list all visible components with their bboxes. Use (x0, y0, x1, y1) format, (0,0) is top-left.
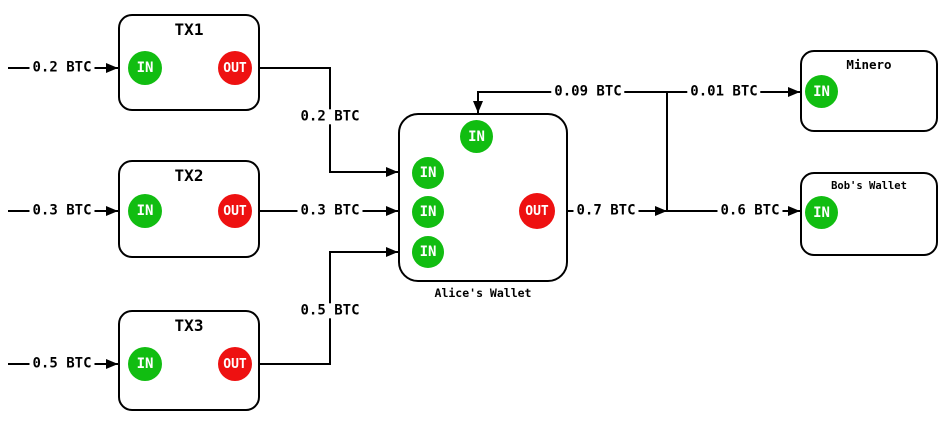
alice-in2-label: IN (419, 204, 437, 220)
tx3-in-label: IN (136, 356, 154, 372)
bob-in-circle: IN (805, 196, 838, 229)
bob-wallet-title: Bob's Wallet (831, 180, 907, 192)
edge-label-tx3-to-alice: 0.5 BTC (297, 302, 363, 319)
alice-in2-circle: IN (412, 196, 444, 228)
tx3-title: TX3 (174, 316, 204, 335)
minero-in-circle: IN (805, 75, 838, 108)
tx1-title: TX1 (174, 20, 204, 39)
alice-in3-label: IN (419, 244, 437, 260)
edge-label-fee-to-minero: 0.01 BTC (687, 83, 761, 100)
tx1-out-label: OUT (223, 60, 247, 76)
tx1-out-circle: OUT (218, 51, 252, 85)
edge-label-input-tx1: 0.2 BTC (29, 59, 95, 76)
alice-in1-circle: IN (412, 157, 444, 189)
alice-in1-label: IN (419, 165, 437, 181)
tx3-in-circle: IN (128, 347, 162, 381)
tx3-out-label: OUT (223, 356, 247, 372)
tx3-out-circle: OUT (218, 347, 252, 381)
edge-label-input-tx3: 0.5 BTC (29, 355, 95, 372)
alice-in3-circle: IN (412, 236, 444, 268)
tx2-title: TX2 (174, 166, 204, 185)
edge-label-input-tx2: 0.3 BTC (29, 202, 95, 219)
edge-label-tx1-to-alice: 0.2 BTC (297, 108, 363, 125)
tx1-in-label: IN (136, 60, 154, 76)
tx2-in-label: IN (136, 203, 154, 219)
edge-label-tx2-to-alice: 0.3 BTC (297, 202, 363, 219)
alice-in-top-circle: IN (460, 120, 493, 153)
edge-label-change-to-alice: 0.09 BTC (551, 83, 625, 100)
tx2-in-circle: IN (128, 194, 162, 228)
edge-label-alice-out: 0.7 BTC (573, 202, 639, 219)
bob-in-label: IN (813, 204, 830, 221)
edge-label-payment-to-bob: 0.6 BTC (717, 202, 783, 219)
minero-title: Minero (846, 57, 892, 72)
alice-out-circle: OUT (519, 193, 555, 229)
minero-in-label: IN (813, 83, 830, 100)
tx2-out-label: OUT (223, 203, 247, 219)
alice-out-label: OUT (525, 203, 549, 219)
tx1-in-circle: IN (128, 51, 162, 85)
tx2-out-circle: OUT (218, 194, 252, 228)
alice-in-top-label: IN (468, 128, 485, 145)
alice-wallet-caption: Alice's Wallet (434, 286, 532, 300)
